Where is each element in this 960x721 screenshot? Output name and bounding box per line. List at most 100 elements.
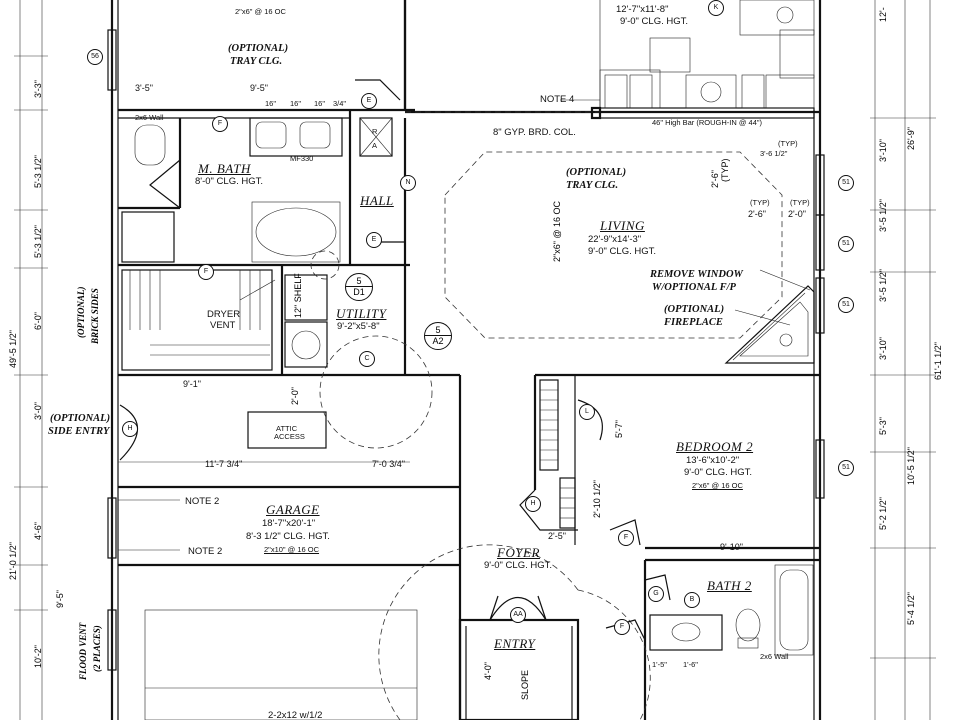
door-tag-f-4: F <box>614 619 630 635</box>
right-dim-3-10: 3'-10" <box>878 139 888 162</box>
window-tag-51-b: 51 <box>838 236 854 252</box>
typ-2: (TYP) <box>750 198 770 207</box>
dim-1-6: 1'-6" <box>683 660 698 669</box>
note-2a: NOTE 2 <box>185 496 220 507</box>
section-marker-a2: 5 A2 <box>424 322 452 350</box>
top-room-wall: 2"x6" @ 16 OC <box>235 7 286 16</box>
right-dim-5-4: 5'-4 1/2" <box>906 592 916 625</box>
shelf-label: 12" SHELF <box>293 273 303 318</box>
door-tag-l: L <box>579 404 595 420</box>
tray-note-living: (OPTIONAL) <box>566 167 627 178</box>
garage-wall: 2"x10" @ 16 OC <box>264 545 320 554</box>
left-dim-5-3: 5'-3 1/2" <box>33 155 43 188</box>
window-tag-51-a: 51 <box>838 175 854 191</box>
remove-window-note-2: W/OPTIONAL F/P <box>652 282 736 293</box>
window-tag-51-d: 51 <box>838 460 854 476</box>
dryer-label: DRYER <box>207 309 241 320</box>
dim-2-6-b: 2'-6" <box>748 209 766 219</box>
room-bedroom-2: BEDROOM 2 <box>676 439 754 454</box>
dim-3-6: 3'-6 1/2" <box>760 149 788 158</box>
top-room-size: 12'-7"x11'-8" <box>616 4 669 15</box>
living-size: 22'-9"x14'-3" <box>588 234 642 245</box>
typ-1: (TYP) <box>720 158 730 183</box>
tray-note-living-2: TRAY CLG. <box>566 180 619 191</box>
right-dim-61: 61'-1 1/2" <box>933 342 943 380</box>
access-label: ACCESS <box>274 432 305 441</box>
left-dim-49: 49'-5 1/2" <box>8 330 18 368</box>
brick-note-2: BRICK SIDES <box>90 288 100 344</box>
living-wall: 2"x6" @ 16 OC <box>552 200 562 262</box>
dim-2-10: 2'-10 1/2" <box>592 480 602 518</box>
door-tag-c: C <box>359 351 375 367</box>
window-tag-51-c: 51 <box>838 297 854 313</box>
door-tag-f-2: F <box>198 264 214 280</box>
door-tag-f-3: F <box>618 530 634 546</box>
room-bath-2: BATH 2 <box>707 578 752 593</box>
dim-2-5: 2'-5" <box>548 531 566 541</box>
section-a2-ref: A2 <box>425 335 451 346</box>
entry-slope: SLOPE <box>520 669 530 700</box>
room-garage: GARAGE <box>266 502 320 517</box>
attic-label: ATTIC <box>276 424 298 433</box>
dim-9-5: 9'-5" <box>250 83 268 93</box>
dim-2-0-b: 2'-0" <box>788 209 806 219</box>
fireplace-note: (OPTIONAL) <box>664 304 725 315</box>
room-master-bath: M. BATH <box>198 161 251 176</box>
dim-16-b: 16" <box>290 99 302 108</box>
dimension-ticks <box>14 55 936 659</box>
radon-label-r: R <box>372 127 378 136</box>
wall-2x6-label: 2x6 Wall <box>135 113 164 122</box>
radon-label-a: A <box>372 141 378 150</box>
left-dim-10-2: 10'-2" <box>33 645 43 668</box>
door-tag-aa: AA <box>510 607 526 623</box>
door-tag-b: B <box>684 592 700 608</box>
bar-note: 46" High Bar (ROUGH-IN @ 44") <box>652 118 763 127</box>
section-d1-ref: D1 <box>346 286 372 297</box>
mf-label: MF330 <box>290 154 314 163</box>
left-dim-3-3: 3'-3" <box>33 80 43 98</box>
foyer-clg: 9'-0" CLG. HGT. <box>484 560 553 571</box>
dim-9-1: 9'-1" <box>183 379 201 389</box>
garage-clg: 8'-3 1/2" CLG. HGT. <box>246 531 330 542</box>
dim-16-a: 16" <box>265 99 277 108</box>
bedroom-2-size: 13'-6"x10'-2" <box>686 455 740 466</box>
typ-3: (TYP) <box>790 198 810 207</box>
side-entry-note-2: SIDE ENTRY <box>48 426 110 437</box>
room-foyer: FOYER <box>497 545 540 560</box>
room-hall: HALL <box>360 193 394 208</box>
garage-size: 18'-7"x20'-1" <box>262 518 316 529</box>
note-4: NOTE 4 <box>540 94 575 105</box>
right-dim-3-10-b: 3'-10" <box>878 337 888 360</box>
right-dim-3-5-b: 3'-5 1/2" <box>878 269 888 302</box>
dim-2-6: 2'-6" <box>710 170 720 188</box>
flood-vent-note: FLOOD VENT <box>78 622 88 680</box>
note-2b: NOTE 2 <box>188 546 223 557</box>
door-tag-h-2: H <box>525 496 541 512</box>
right-dim-5-3: 5'-3" <box>878 417 888 435</box>
right-dim-3-5: 3'-5 1/2" <box>878 199 888 232</box>
dim-2-0: 2'-0" <box>290 387 300 405</box>
dim-11-7: 11'-7 3/4" <box>205 459 243 469</box>
room-living: LIVING <box>600 218 645 233</box>
right-dim-5-2: 5'-2 1/2" <box>878 497 888 530</box>
side-entry-note: (OPTIONAL) <box>50 413 111 424</box>
dim-3-4: 3/4" <box>333 99 347 108</box>
dim-7-0: 7'-0 3/4" <box>372 459 405 469</box>
door-tag-e-2: E <box>366 232 382 248</box>
top-room-clg: 9'-0" CLG. HGT. <box>620 16 689 27</box>
left-dim-21: 21'-0 1/2" <box>8 542 18 580</box>
bedroom-2-wall: 2"x6" @ 16 OC <box>692 481 743 490</box>
section-d1-number: 5 <box>356 276 362 286</box>
left-dim-6-0: 6'-0" <box>33 312 43 330</box>
dim-16-c: 16" <box>314 99 326 108</box>
window-tag-56: 56 <box>87 49 103 65</box>
remove-window-note: REMOVE WINDOW <box>650 269 743 280</box>
dim-5-7: 5'-7" <box>614 420 624 438</box>
right-dim-10-5: 10'-5 1/2" <box>906 447 916 485</box>
door-tag-h-1: H <box>122 421 138 437</box>
flood-vent-note-2: (2 PLACES) <box>92 625 102 672</box>
left-dim-4-6: 4'-6" <box>33 522 43 540</box>
door-tag-e-1: E <box>361 93 377 109</box>
left-dim-3-0: 3'-0" <box>33 402 43 420</box>
right-dim-26-9: 26'-9" <box>906 127 916 150</box>
